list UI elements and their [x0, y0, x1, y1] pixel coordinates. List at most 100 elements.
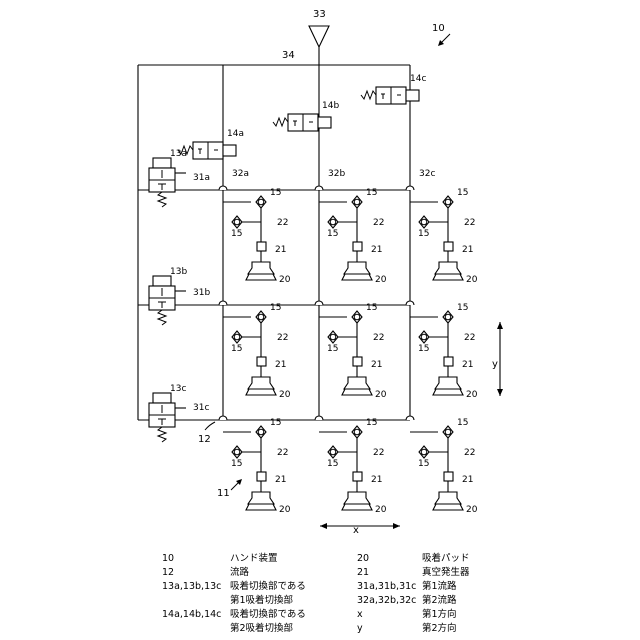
pad-label: 20 [375, 390, 387, 400]
check-valve [352, 311, 362, 323]
second-switch-14b [273, 114, 331, 131]
check-valve [256, 311, 266, 323]
crossing-hop [315, 186, 323, 190]
check-valve-label: 15 [327, 344, 338, 354]
pad-label: 20 [375, 275, 387, 285]
suction-pad [342, 377, 372, 395]
first-switch-label: 13b [170, 267, 187, 277]
check-valve-label: 15 [457, 188, 468, 198]
crossing-hop [406, 186, 414, 190]
generator-label: 21 [371, 360, 382, 370]
ref-device: 10 [432, 23, 445, 34]
check-valve-label: 15 [270, 303, 281, 313]
pad-label: 20 [466, 390, 478, 400]
ref-hand: 11 [217, 488, 230, 499]
second-path-label: 32a [232, 169, 249, 179]
vacuum-generator [353, 242, 362, 251]
suction-pad [342, 262, 372, 280]
legend-text: 第1吸着切換部 [230, 594, 293, 608]
check-valve-label: 15 [457, 303, 468, 313]
first-switch-label: 13c [170, 384, 186, 394]
generator-label: 21 [275, 360, 286, 370]
check-valve [256, 196, 266, 208]
legend-code: 10 [162, 552, 174, 566]
generator-label: 21 [371, 475, 382, 485]
check-valve [328, 446, 338, 458]
legend-code: 20 [357, 552, 369, 566]
suction-pad [433, 262, 463, 280]
vacuum-generator [257, 242, 266, 251]
vacuum-generator [353, 472, 362, 481]
first-path-label: 31a [193, 173, 210, 183]
check-valve [419, 446, 429, 458]
legend-text: ハンド装置 [230, 552, 278, 566]
legend-text: 吸着切換部である [230, 580, 306, 594]
legend-text: 第2吸着切換部 [230, 622, 293, 636]
legend-text: 第2流路 [422, 594, 457, 608]
tube-label: 22 [277, 333, 288, 343]
second-path-label: 32c [419, 169, 435, 179]
spring-symbol [158, 427, 166, 442]
check-valve [328, 216, 338, 228]
vacuum-generator [444, 242, 453, 251]
arrow-head [393, 523, 400, 529]
tube-label: 22 [277, 448, 288, 458]
ref-main-line: 34 [282, 50, 295, 61]
vacuum-generator [353, 357, 362, 366]
tube-label: 22 [464, 448, 475, 458]
tube-label: 22 [373, 333, 384, 343]
check-valve [419, 331, 429, 343]
suction-pad [246, 377, 276, 395]
check-valve-label: 15 [270, 418, 281, 428]
suction-pad [433, 377, 463, 395]
spring-symbol [273, 118, 288, 126]
arrow-head [497, 389, 503, 396]
check-valve-label: 15 [231, 459, 242, 469]
legend-code: y [357, 622, 363, 636]
suction-pad [433, 492, 463, 510]
tube-label: 22 [373, 448, 384, 458]
second-switch-label: 14a [227, 129, 244, 139]
legend-code: 32a,32b,32c [357, 594, 416, 608]
generator-label: 21 [462, 475, 473, 485]
first-path-label: 31c [193, 403, 209, 413]
legend-text: 第1流路 [422, 580, 457, 594]
tube-label: 22 [464, 218, 475, 228]
legend-text: 第2方向 [422, 622, 457, 636]
legend-text: 吸着切換部である [230, 608, 306, 622]
legend-text: 吸着パッド [422, 552, 470, 566]
check-valve [419, 216, 429, 228]
legend-code: 13a,13b,13c [162, 580, 221, 594]
check-valve [443, 311, 453, 323]
pad-label: 20 [279, 390, 291, 400]
legend-code: 31a,31b,31c [357, 580, 416, 594]
check-valve-label: 15 [418, 344, 429, 354]
vacuum-generator [257, 472, 266, 481]
crossing-hop [406, 301, 414, 305]
generator-label: 21 [462, 245, 473, 255]
suction-pad [246, 492, 276, 510]
axis-x-label: x [353, 525, 359, 536]
spring-symbol [361, 91, 376, 99]
tube-label: 22 [277, 218, 288, 228]
check-valve [352, 426, 362, 438]
check-valve-label: 15 [327, 459, 338, 469]
generator-label: 21 [275, 245, 286, 255]
first-switch-13b [149, 276, 186, 325]
check-valve [232, 446, 242, 458]
legend: 10ハンド装置20吸着パッド12流路21真空発生器13a,13b,13c吸着切換… [0, 552, 640, 636]
pad-label: 20 [279, 275, 291, 285]
generator-label: 21 [275, 475, 286, 485]
generator-label: 21 [371, 245, 382, 255]
check-valve [443, 196, 453, 208]
ref-path: 12 [198, 434, 211, 445]
check-valve [232, 216, 242, 228]
check-valve-label: 15 [270, 188, 281, 198]
check-valve-label: 15 [366, 303, 377, 313]
legend-code: x [357, 608, 363, 622]
suction-pad [246, 262, 276, 280]
first-switch-13c [149, 393, 186, 442]
spring-symbol [158, 192, 166, 207]
check-valve [328, 331, 338, 343]
